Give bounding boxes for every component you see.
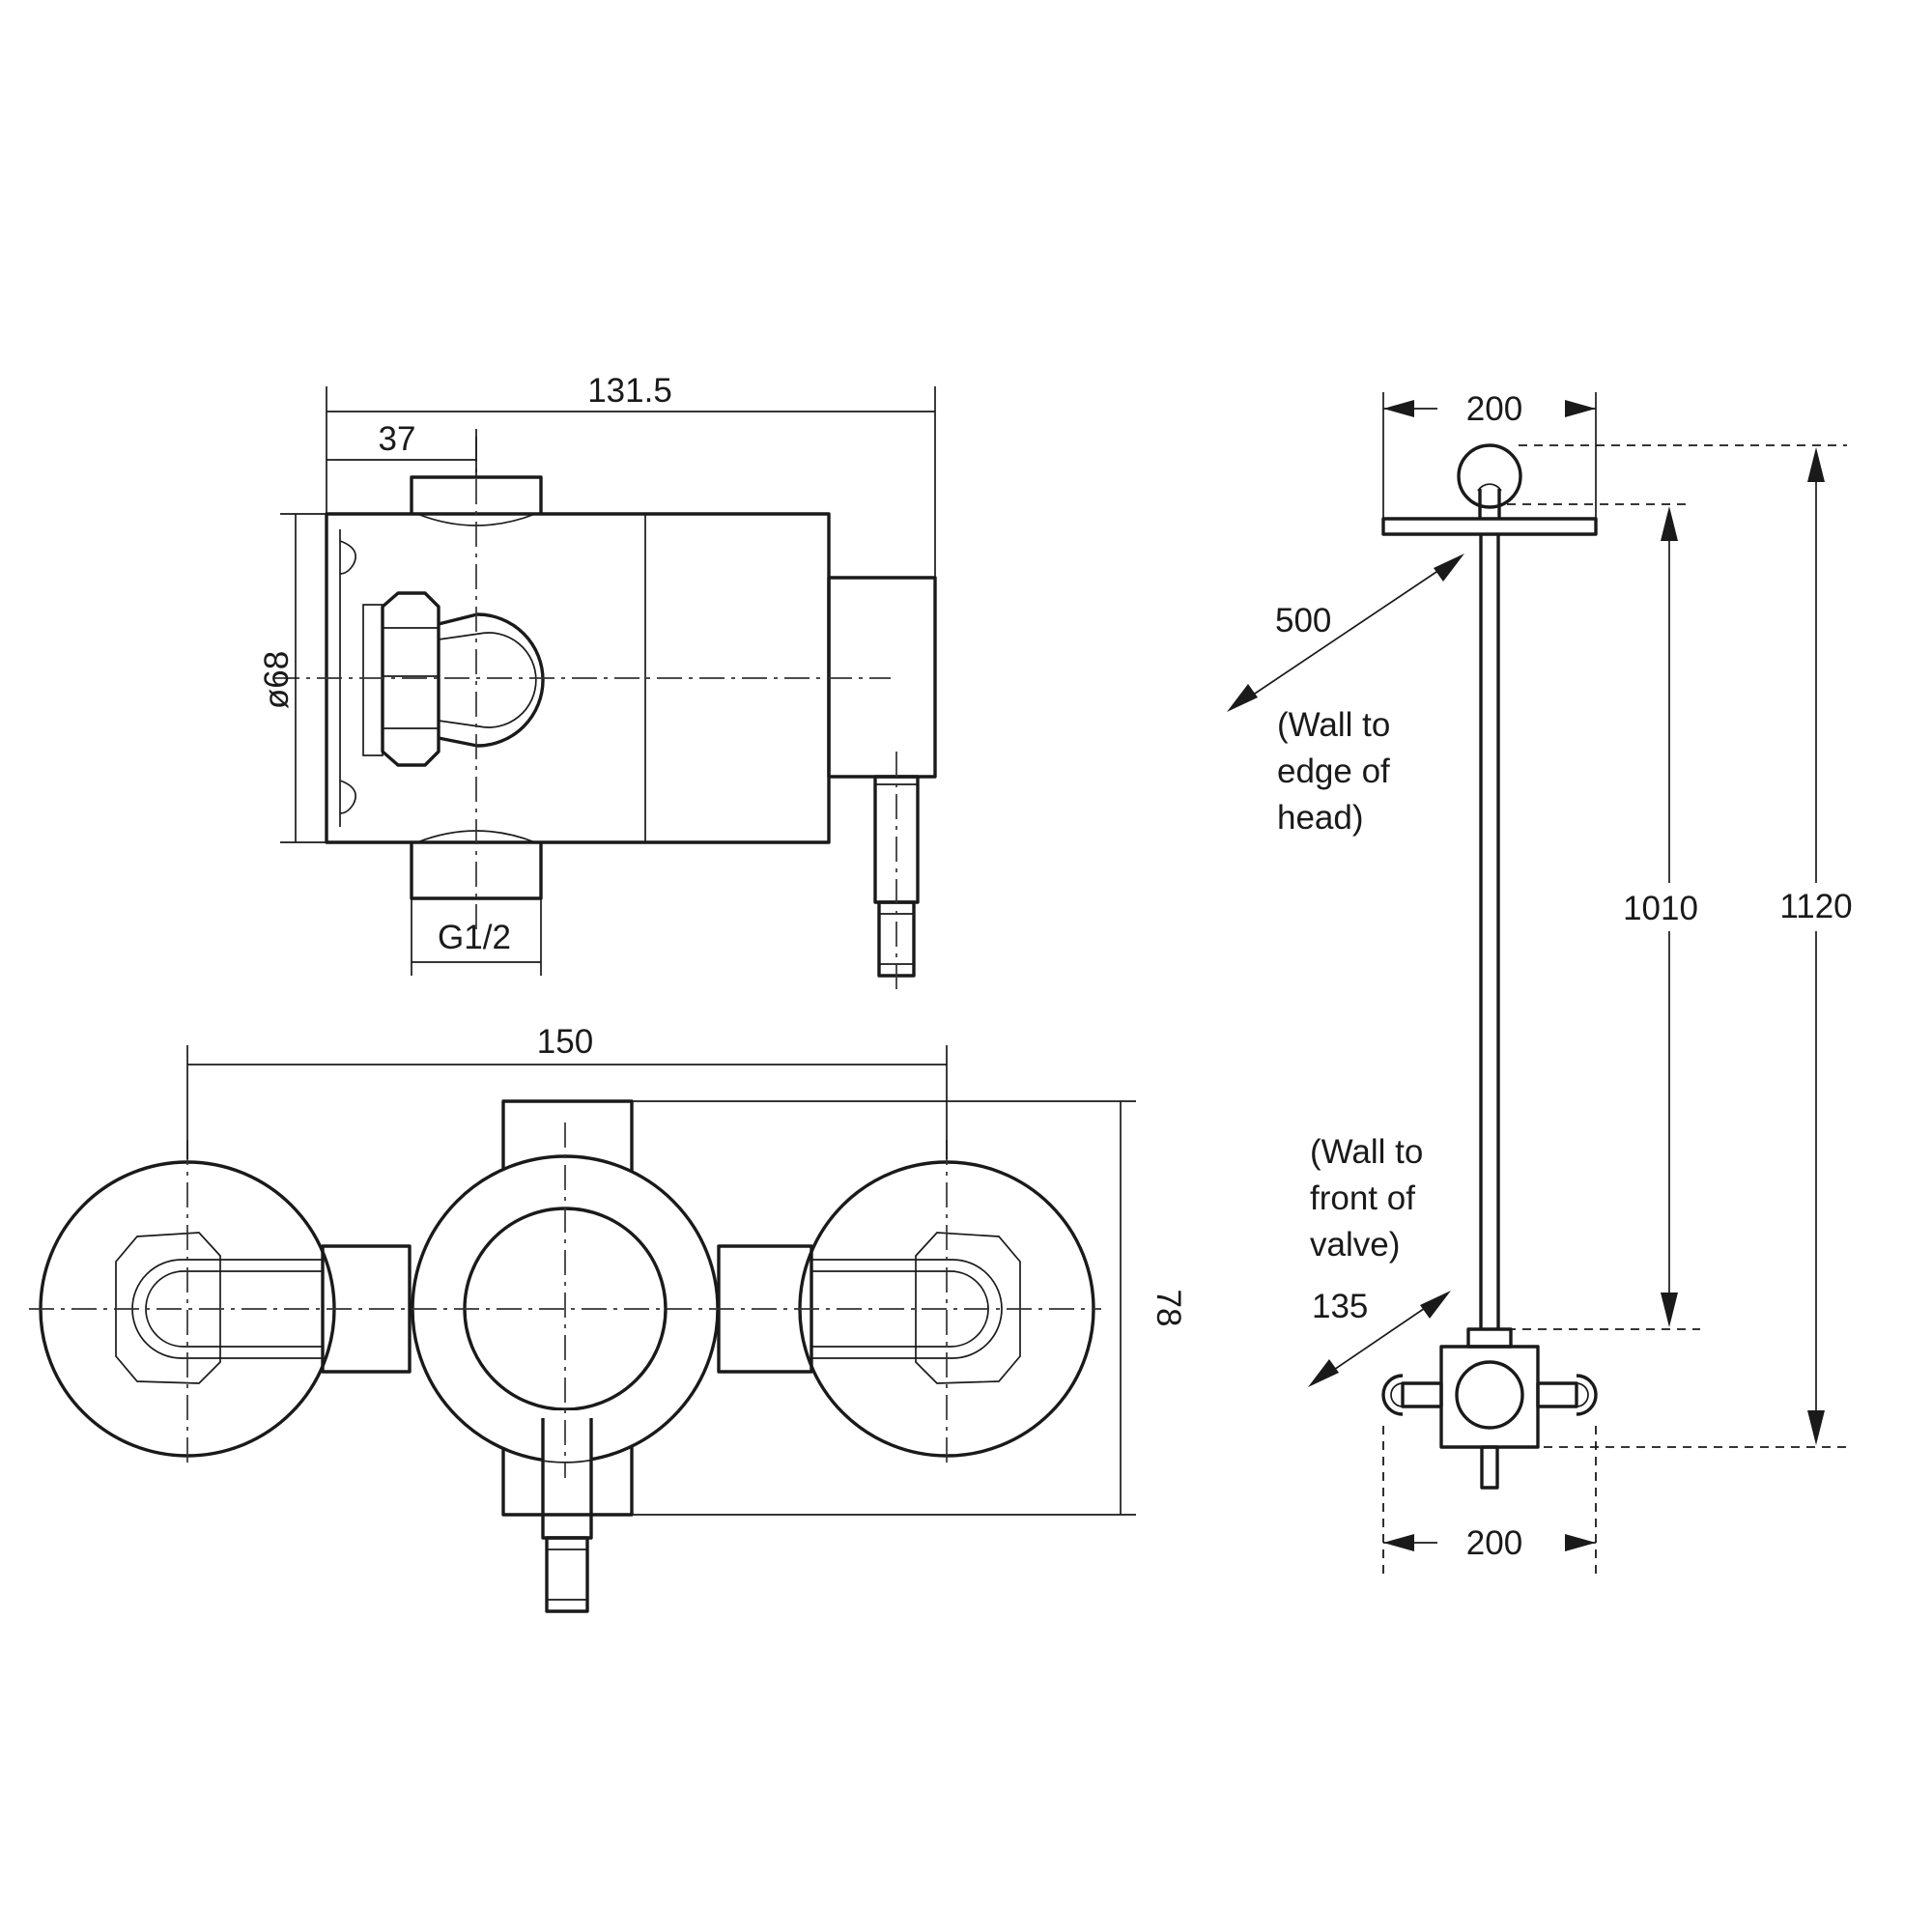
head-projection-note: (Wall to edge of head) <box>1277 706 1400 837</box>
lever-front <box>541 1410 593 1613</box>
outlet-loop <box>438 612 545 748</box>
dim-valve-width: 200 <box>1466 1524 1522 1562</box>
dim-valve-projection: 135 <box>1312 1288 1368 1325</box>
valve-cap <box>827 576 937 779</box>
front-view: 150 78 <box>29 1023 1187 1613</box>
dim-thread: G1/2 <box>438 919 511 956</box>
dim-diameter: ø68 <box>258 651 296 709</box>
inlet-bottom <box>410 842 543 900</box>
dim-width: 150 <box>537 1023 593 1061</box>
kit-valve <box>1381 1327 1598 1490</box>
dim-inlet-offset: 37 <box>379 420 416 458</box>
riser-rail <box>1479 534 1500 1329</box>
shower-head <box>1381 517 1598 536</box>
side-view: 131.5 37 ø68 G1/2 <box>258 372 937 993</box>
dim-rail-height: 1010 <box>1623 890 1698 927</box>
dim-head-width: 200 <box>1466 390 1522 428</box>
hex-nut <box>381 591 440 767</box>
dim-height: 78 <box>1150 1290 1187 1327</box>
dim-overall-height: 1120 <box>1779 888 1852 925</box>
valve-projection-note: (Wall to front of valve) <box>1310 1133 1433 1264</box>
dim-head-projection: 500 <box>1275 602 1331 639</box>
dim-overall-length: 131.5 <box>587 372 672 410</box>
kit-view: 200 200 1010 1120 500 (Wall to edge o <box>1227 390 1870 1577</box>
front-inlet-bottom <box>501 1441 634 1517</box>
front-inlet-top <box>501 1099 634 1177</box>
head-mount <box>1457 443 1522 509</box>
